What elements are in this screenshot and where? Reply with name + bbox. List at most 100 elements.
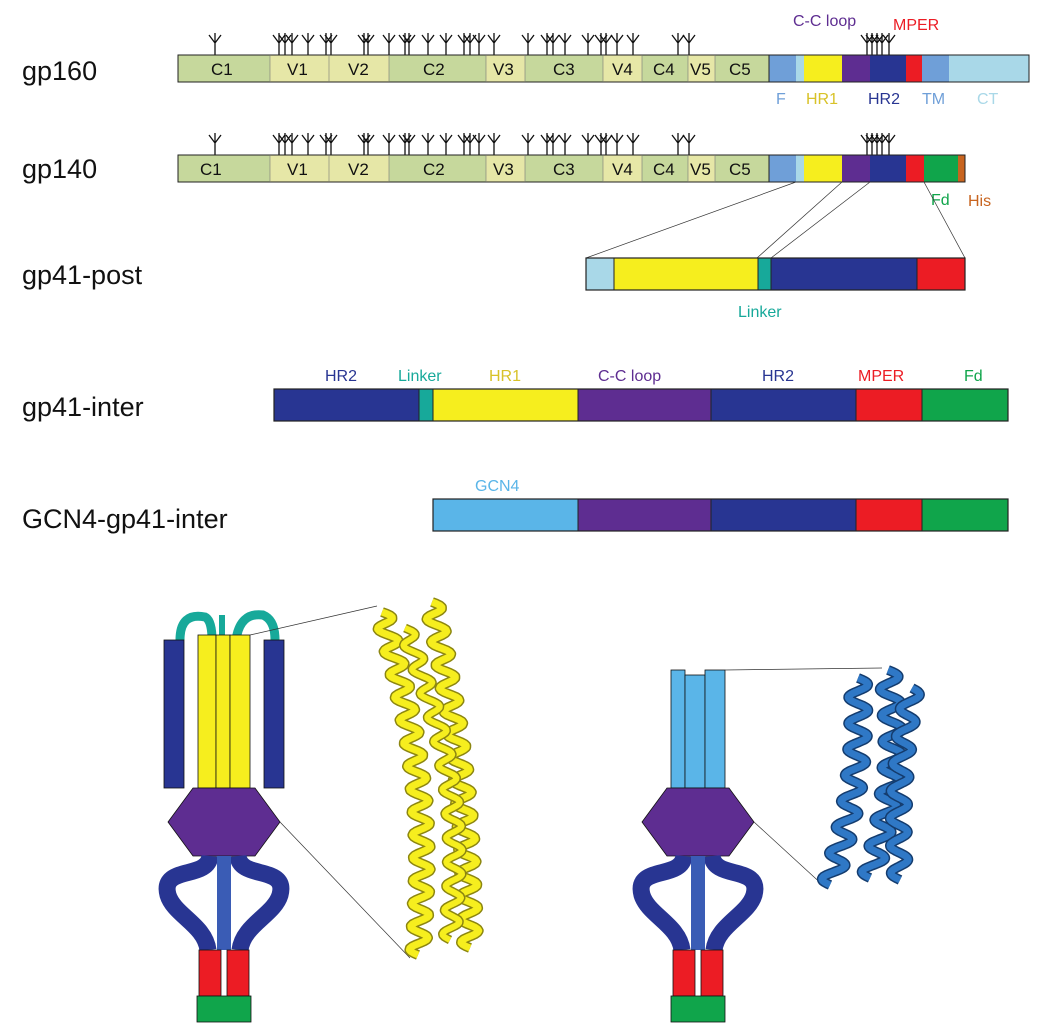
segment-c4 — [642, 55, 688, 82]
glycan-icon — [472, 33, 486, 55]
label-v5: V5 — [690, 160, 711, 179]
hr2-arm-right — [703, 853, 764, 953]
segment-hr1 — [804, 155, 842, 182]
segment-ct — [949, 55, 1029, 82]
glycan-icon — [272, 133, 286, 155]
label-c2: C2 — [423, 60, 445, 79]
glycan-icon — [457, 33, 471, 55]
segment-cc-loop — [842, 155, 870, 182]
segment-mper — [917, 258, 965, 290]
glycan-icon — [594, 133, 608, 155]
segment-tm — [922, 55, 949, 82]
glycan-icon — [626, 133, 640, 155]
segment-c1 — [178, 155, 270, 182]
row-label-gp160: gp160 — [22, 56, 97, 86]
glycans-gp140 — [208, 133, 896, 155]
glycan-icon — [870, 33, 884, 55]
label-c5: C5 — [729, 60, 751, 79]
glycan-icon — [860, 133, 874, 155]
label-c1: C1 — [200, 160, 222, 179]
row-label-gp41-post: gp41-post — [22, 260, 143, 290]
segment-hr2-c — [711, 389, 856, 421]
zoom-lines-gp140-to-post — [585, 181, 966, 259]
glycan-icon — [285, 33, 299, 55]
segment-hr2 — [771, 258, 917, 290]
annot-mper-gp160: MPER — [893, 17, 939, 34]
fd-block — [196, 995, 252, 1023]
label-c4: C4 — [653, 60, 675, 79]
segment-hr2 — [870, 55, 906, 82]
glycan-icon — [382, 33, 396, 55]
segment-mper — [906, 55, 922, 82]
gp140-bar — [177, 154, 966, 183]
hr2-helix-right — [263, 639, 285, 789]
segment-f-gap — [796, 155, 804, 182]
hr1-helix-3 — [229, 634, 251, 789]
hr1-coiled-coil-ribbon — [372, 597, 484, 960]
glycan-icon — [361, 133, 375, 155]
glycan-icon — [398, 33, 412, 55]
segment-hr1 — [804, 55, 842, 82]
label-v2: V2 — [348, 160, 369, 179]
glycan-icon — [521, 33, 535, 55]
glycan-icon — [581, 133, 595, 155]
glycan-icon — [599, 133, 613, 155]
fd-block — [670, 995, 726, 1023]
annot-cc-loop-gp160: C-C loop — [793, 13, 856, 30]
gp160-outline — [177, 54, 1030, 83]
glycan-icon — [875, 33, 889, 55]
glycan-icon — [610, 133, 624, 155]
hr1-helix-2 — [215, 634, 231, 789]
hr2-arm-right — [229, 853, 290, 953]
segment-v3 — [486, 155, 525, 182]
glycan-icon — [357, 33, 371, 55]
mper-block-right — [700, 949, 724, 997]
glycan-icon — [457, 133, 471, 155]
annot-hr1-gp160: HR1 — [806, 91, 838, 108]
glycan-icon — [357, 133, 371, 155]
glycan-icon — [361, 33, 375, 55]
segment-v2 — [329, 155, 389, 182]
segment-gcn4 — [433, 499, 578, 531]
annot-hr2-inter-c: HR2 — [762, 368, 794, 385]
mper-block-left — [672, 949, 696, 997]
label-c1: C1 — [211, 60, 233, 79]
glycan-icon — [272, 33, 286, 55]
segment-cc-loop — [578, 389, 711, 421]
annot-gcn4: GCN4 — [475, 478, 520, 495]
glycan-icon — [319, 133, 333, 155]
segment-mper — [856, 389, 922, 421]
hr2-arm-left — [158, 853, 219, 953]
glycan-icon — [540, 133, 554, 155]
glycan-icon — [439, 33, 453, 55]
glycan-icon — [610, 33, 624, 55]
label-v3: V3 — [493, 160, 514, 179]
label-v1: V1 — [287, 160, 308, 179]
mper-block-right — [226, 949, 250, 997]
glycan-icon — [398, 133, 412, 155]
glycan-icon — [463, 133, 477, 155]
zoom-lines-blue — [724, 667, 883, 889]
segment-cc-loop — [578, 499, 711, 531]
gcn4-inter-outline — [432, 498, 1009, 532]
segment-linker — [419, 389, 433, 421]
annot-ct-gp160: CT — [977, 91, 999, 108]
glycan-icon — [682, 133, 696, 155]
segment-f-gap — [796, 55, 804, 82]
glycan-icon — [546, 33, 560, 55]
glycan-icon — [208, 33, 222, 55]
row-gp140: gp140 — [22, 133, 991, 210]
glycan-icon — [682, 33, 696, 55]
segment-f — [769, 155, 796, 182]
glycan-icon — [421, 33, 435, 55]
annot-hr2-gp160: HR2 — [868, 91, 900, 108]
segment-mper — [906, 155, 924, 182]
row-gp41-inter: gp41-inter HR2 Linker HR1 C-C loop HR2 M… — [22, 368, 1009, 422]
segment-v5 — [688, 155, 715, 182]
label-c5: C5 — [729, 160, 751, 179]
segment-c5 — [715, 55, 769, 82]
segment-v4 — [603, 55, 642, 82]
glycan-icon — [472, 133, 486, 155]
gp41-inter-outline — [273, 388, 1009, 422]
